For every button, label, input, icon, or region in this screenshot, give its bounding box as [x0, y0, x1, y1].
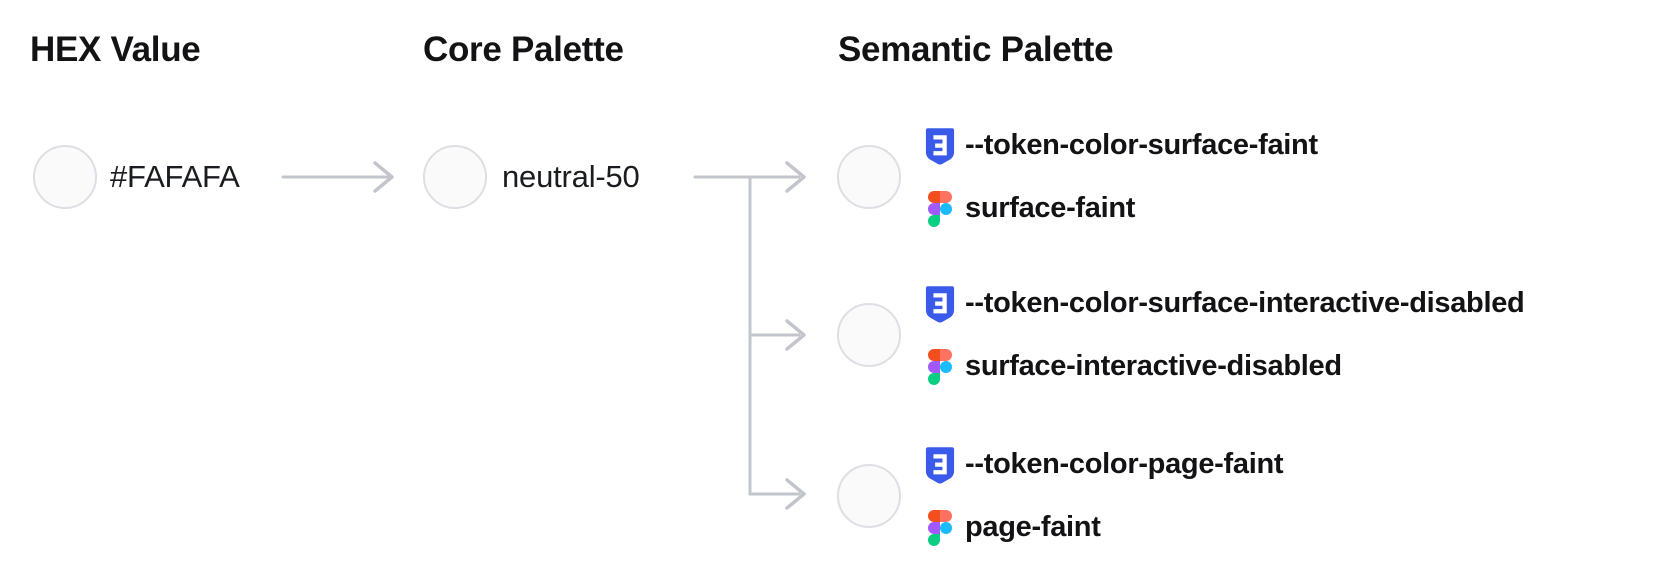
- core-color-swatch: [423, 145, 487, 209]
- css-variable-line: --token-color-page-faint: [925, 441, 1284, 488]
- core-name-label: neutral-50: [502, 159, 640, 194]
- css3-shield-icon: [925, 280, 955, 327]
- css-variable-line: --token-color-surface-faint: [925, 122, 1318, 169]
- semantic-color-swatch: [837, 464, 901, 528]
- semantic-entry-surface-interactive-disabled: --token-color-surface-interactive-disabl…: [837, 280, 1525, 390]
- figma-token-label: surface-interactive-disabled: [965, 350, 1342, 382]
- figma-token-line: surface-faint: [925, 185, 1318, 232]
- hex-value-label: #FAFAFA: [110, 159, 240, 194]
- figma-logo-icon: [925, 343, 955, 390]
- column-header-hex-value: HEX Value: [30, 30, 201, 69]
- arrow-head-semantic-2: [785, 319, 806, 351]
- column-header-semantic-palette: Semantic Palette: [838, 30, 1114, 69]
- css-variable-label: --token-color-surface-interactive-disabl…: [965, 287, 1525, 319]
- arrow-head-semantic-3: [785, 478, 806, 510]
- figma-token-label: surface-faint: [965, 192, 1136, 224]
- semantic-color-swatch: [837, 145, 901, 209]
- css3-shield-icon: [925, 122, 955, 169]
- figma-logo-icon: [925, 185, 955, 232]
- semantic-entry-surface-faint: --token-color-surface-faint surface-fain…: [837, 122, 1318, 232]
- hex-color-swatch: [33, 145, 97, 209]
- semantic-entry-page-faint: --token-color-page-faint page-faint: [837, 441, 1284, 551]
- figma-token-line: surface-interactive-disabled: [925, 343, 1524, 390]
- semantic-color-swatch: [837, 303, 901, 367]
- figma-token-line: page-faint: [925, 504, 1283, 551]
- arrow-head-hex-to-core: [373, 161, 394, 193]
- arrow-head-semantic-1: [785, 161, 806, 193]
- figma-logo-icon: [925, 504, 955, 551]
- css-variable-label: --token-color-page-faint: [965, 448, 1284, 480]
- column-header-core-palette: Core Palette: [423, 30, 624, 69]
- css-variable-label: --token-color-surface-faint: [965, 129, 1318, 161]
- figma-token-label: page-faint: [965, 511, 1101, 543]
- css3-shield-icon: [925, 441, 955, 488]
- css-variable-line: --token-color-surface-interactive-disabl…: [925, 280, 1525, 327]
